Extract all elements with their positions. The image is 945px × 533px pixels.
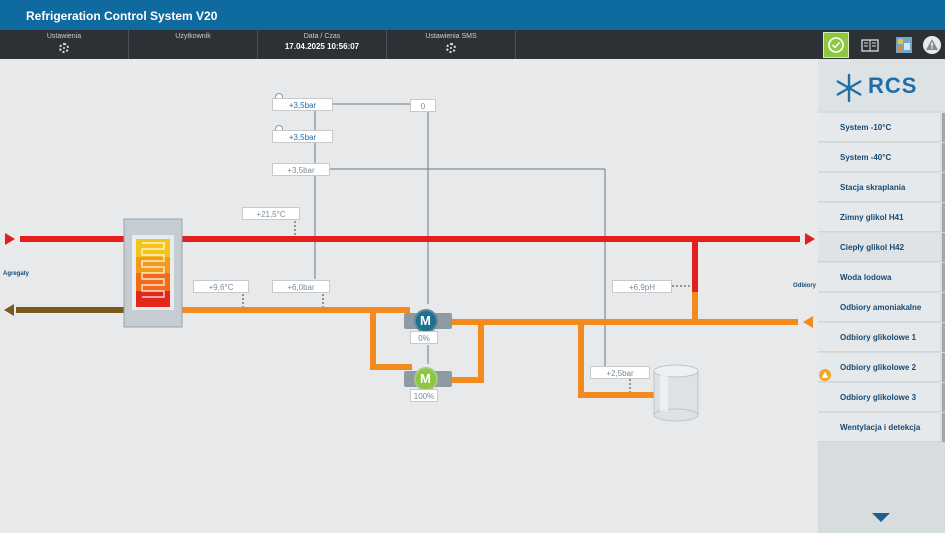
- sidebar-item-label: Wentylacja i detekcja: [840, 423, 921, 432]
- warm-pipe-riser: [692, 292, 698, 322]
- counter-tag[interactable]: 0: [410, 99, 436, 112]
- pump-1-symbol: M: [420, 313, 431, 328]
- pump-2[interactable]: [404, 367, 452, 391]
- inlet-arrow-icon: [5, 233, 15, 245]
- alarm-warning-icon: [819, 369, 831, 381]
- top-toolbar: Ustawienia Użytkownik Data / Czas 17.04.…: [0, 30, 945, 59]
- sidebar-item-ventilation-detection[interactable]: Wentylacja i detekcja: [818, 413, 945, 442]
- sms-settings-label: Ustawienia SMS: [425, 33, 477, 40]
- sidebar-item-edge: [942, 383, 945, 412]
- heat-exchanger[interactable]: [123, 218, 183, 328]
- buffer-tank[interactable]: [653, 364, 699, 422]
- sidebar-item-edge: [942, 113, 945, 142]
- warm-pipe: [478, 319, 484, 383]
- sidebar-item-edge: [942, 233, 945, 262]
- sidebar-item-edge: [942, 143, 945, 172]
- sidebar-item-label: Zimny glikol H41: [840, 213, 904, 222]
- title-bar: Refrigeration Control System V20: [0, 0, 945, 30]
- hot-pipe: [20, 236, 800, 242]
- pipe-network: [4, 103, 815, 422]
- sidebar-item-label: System -40°C: [840, 153, 892, 162]
- sidebar-item-edge: [942, 353, 945, 382]
- sidebar-item-condensing-station[interactable]: Stacja skraplania: [818, 173, 945, 202]
- sidebar-item-system-10[interactable]: System -10°C: [818, 113, 945, 142]
- pressure-tag-3[interactable]: +3,5bar: [272, 163, 330, 176]
- warm-pipe: [446, 377, 484, 383]
- datetime-panel: Data / Czas 17.04.2025 10:56:07: [258, 30, 387, 59]
- sidebar-item-label: Woda lodowa: [840, 273, 892, 282]
- return-inlet-arrow-icon: [803, 316, 813, 328]
- sidebar-item-system-40[interactable]: System -40°C: [818, 143, 945, 172]
- pressure-tag-5[interactable]: +2,5bar: [590, 366, 650, 379]
- pressure-tag-1[interactable]: +3,5bar: [272, 98, 333, 111]
- warm-pipe: [370, 307, 376, 369]
- process-diagram: M M 0% 100% Agregaty Odbiory +3,5bar +3,…: [0, 59, 818, 533]
- temperature-tag-1[interactable]: +21,5°C: [242, 207, 300, 220]
- pump-1[interactable]: [404, 309, 452, 333]
- overview-button[interactable]: [891, 32, 917, 58]
- temperature-tag-2[interactable]: +9,6°C: [193, 280, 249, 293]
- sidebar: RCS System -10°C System -40°C Stacja skr…: [818, 59, 945, 533]
- sidebar-item-warm-glycol[interactable]: Ciepły glikol H42: [818, 233, 945, 262]
- sidebar-item-ammonia-receivers[interactable]: Odbiory amoniakalne: [818, 293, 945, 322]
- panel-view-icon: [861, 39, 879, 52]
- rcs-logo: RCS: [818, 59, 945, 111]
- warm-pipe: [578, 392, 658, 398]
- hot-pipe-riser: [692, 236, 698, 292]
- sidebar-item-edge: [942, 323, 945, 352]
- sidebar-item-edge: [942, 173, 945, 202]
- user-button[interactable]: Użytkownik: [129, 30, 258, 59]
- sidebar-item-label: Odbiory glikolowe 3: [840, 393, 917, 402]
- warm-pipe: [448, 319, 798, 325]
- user-label: Użytkownik: [175, 33, 211, 40]
- ph-tag[interactable]: +6,9pH: [612, 280, 672, 293]
- settings-label: Ustawienia: [46, 33, 82, 40]
- sidebar-item-edge: [942, 203, 945, 232]
- date-label: Data / Czas: [303, 33, 341, 40]
- sidebar-item-glycol-receivers-3[interactable]: Odbiory glikolowe 3: [818, 383, 945, 412]
- sidebar-item-label: Stacja skraplania: [840, 183, 906, 192]
- warm-pipe: [578, 319, 584, 397]
- pump-2-speed: 100%: [410, 389, 438, 402]
- sidebar-item-edge: [942, 263, 945, 292]
- sms-settings-button[interactable]: Ustawienia SMS: [387, 30, 516, 59]
- sidebar-item-label: System -10°C: [840, 123, 892, 132]
- sidebar-item-label: Odbiory amoniakalne: [840, 303, 922, 312]
- receivers-label: Odbiory: [793, 283, 817, 289]
- settings-button[interactable]: Ustawienia: [0, 30, 129, 59]
- sidebar-item-edge: [942, 293, 945, 322]
- sidebar-item-glycol-receivers-2[interactable]: Odbiory glikolowe 2: [818, 353, 945, 382]
- pressure-tag-4[interactable]: +6,0bar: [272, 280, 330, 293]
- overview-map-icon: [896, 37, 912, 53]
- warm-pipe: [370, 364, 412, 370]
- return-pipe: [16, 307, 128, 313]
- sidebar-item-cold-glycol[interactable]: Zimny glikol H41: [818, 203, 945, 232]
- sidebar-item-label: Odbiory glikolowe 2: [840, 363, 917, 372]
- warm-pipe: [180, 307, 410, 313]
- settings-gear-icon: [59, 43, 69, 53]
- sidebar-item-glycol-receivers-1[interactable]: Odbiory glikolowe 1: [818, 323, 945, 352]
- sidebar-item-edge: [942, 413, 945, 442]
- sidebar-item-label: Odbiory glikolowe 1: [840, 333, 917, 342]
- sidebar-item-ice-water[interactable]: Woda lodowa: [818, 263, 945, 292]
- check-circle-icon: [828, 37, 844, 53]
- snowflake-icon: [836, 73, 862, 103]
- alarm-button[interactable]: [919, 32, 945, 58]
- pressure-tag-2[interactable]: +3,5bar: [272, 130, 333, 143]
- outlet-arrow-icon: [805, 233, 815, 245]
- app-title: Refrigeration Control System V20: [26, 9, 218, 23]
- pump-2-symbol: M: [420, 371, 431, 386]
- warning-icon: [923, 36, 941, 54]
- ok-status-button[interactable]: [823, 32, 849, 58]
- logo-text: RCS: [868, 73, 918, 98]
- screen-view-button[interactable]: [857, 32, 883, 58]
- sidebar-item-label: Ciepły glikol H42: [840, 243, 905, 252]
- scroll-down-icon[interactable]: [871, 511, 891, 525]
- sms-gear-icon: [446, 43, 456, 53]
- pump-1-speed: 0%: [410, 331, 438, 344]
- aggregates-label: Agregaty: [3, 271, 30, 277]
- return-arrow-icon: [4, 304, 14, 316]
- date-value: 17.04.2025 10:56:07: [284, 42, 360, 51]
